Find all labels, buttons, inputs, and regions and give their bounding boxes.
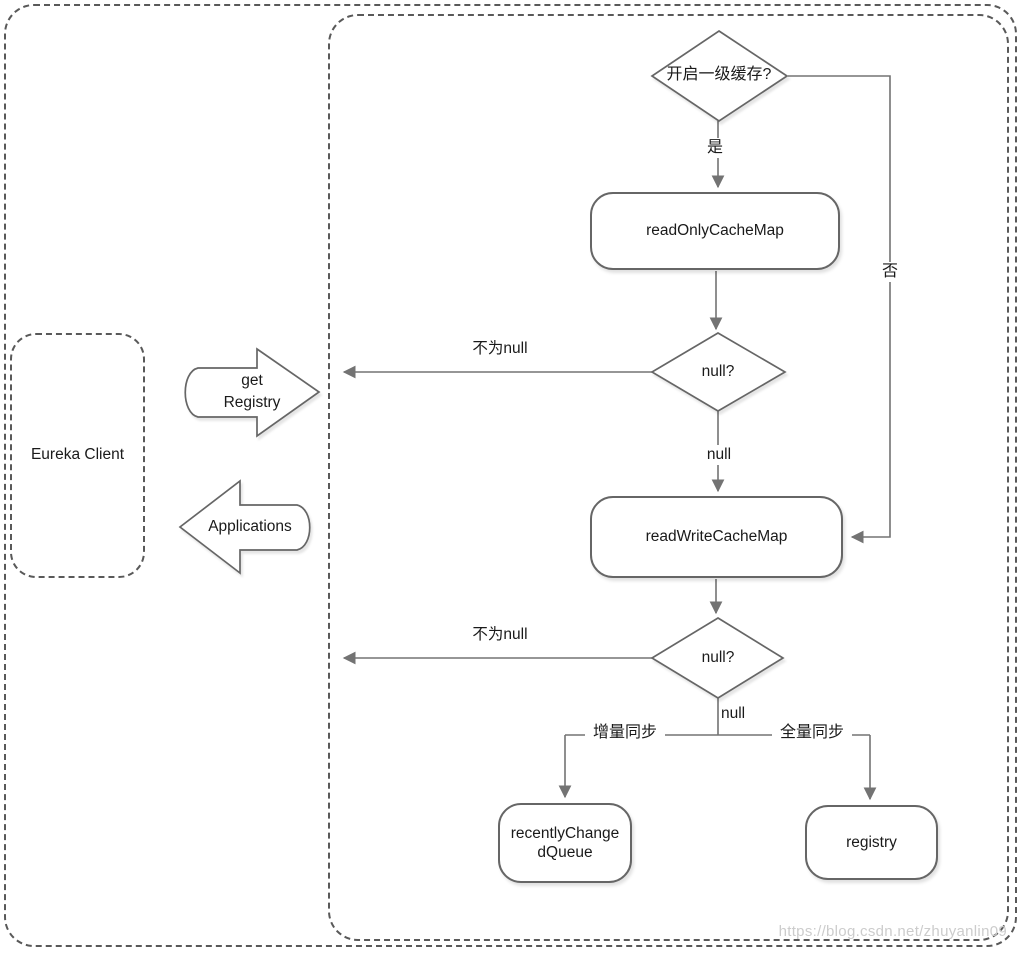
decision-enable-cache-shape (650, 29, 789, 123)
eureka-client-label: Eureka Client (30, 446, 125, 464)
eureka-client-box: Eureka Client (10, 333, 145, 578)
decision-null2-shape (650, 617, 785, 699)
edge-label-full-sync: 全量同步 (772, 723, 852, 743)
watermark-url: https://blog.csdn.net/zhuyanlin09 (778, 923, 1007, 940)
edge-label-null-2: null (721, 705, 746, 723)
decision-null1-label: null? (701, 362, 735, 380)
edge-label-null-1: null (694, 445, 744, 465)
decision-enable-cache-label: 开启一级缓存? (666, 66, 772, 84)
applications-arrow-shape (178, 479, 311, 575)
node-registry: registry (805, 805, 938, 880)
node-read-write-cache-map: readWriteCacheMap (590, 496, 843, 578)
applications-label: Applications (208, 517, 292, 535)
edge-label-not-null-2: 不为null (455, 625, 545, 645)
connector-no-to-readwrite (788, 75, 891, 544)
get-registry-arrow-shape (184, 347, 321, 438)
node-recently-changed-queue-label: recentlyChangedQueue (510, 824, 620, 861)
outer-dashed-container (4, 4, 1017, 947)
edge-label-not-null-1: 不为null (455, 339, 545, 359)
decision-null1-shape (650, 332, 787, 412)
server-cache-dashed-container (328, 14, 1009, 941)
node-read-only-cache-map-label: readOnlyCacheMap (646, 222, 784, 240)
node-recently-changed-queue: recentlyChangedQueue (498, 803, 632, 883)
node-read-only-cache-map: readOnlyCacheMap (590, 192, 840, 270)
get-registry-label: get Registry (223, 372, 281, 411)
edge-label-yes: 是 (703, 138, 727, 158)
edge-label-no: 否 (878, 262, 902, 282)
edge-label-incremental-sync: 增量同步 (585, 723, 665, 743)
decision-null2-label: null? (701, 648, 735, 666)
node-registry-label: registry (846, 833, 897, 851)
node-read-write-cache-map-label: readWriteCacheMap (645, 528, 788, 546)
